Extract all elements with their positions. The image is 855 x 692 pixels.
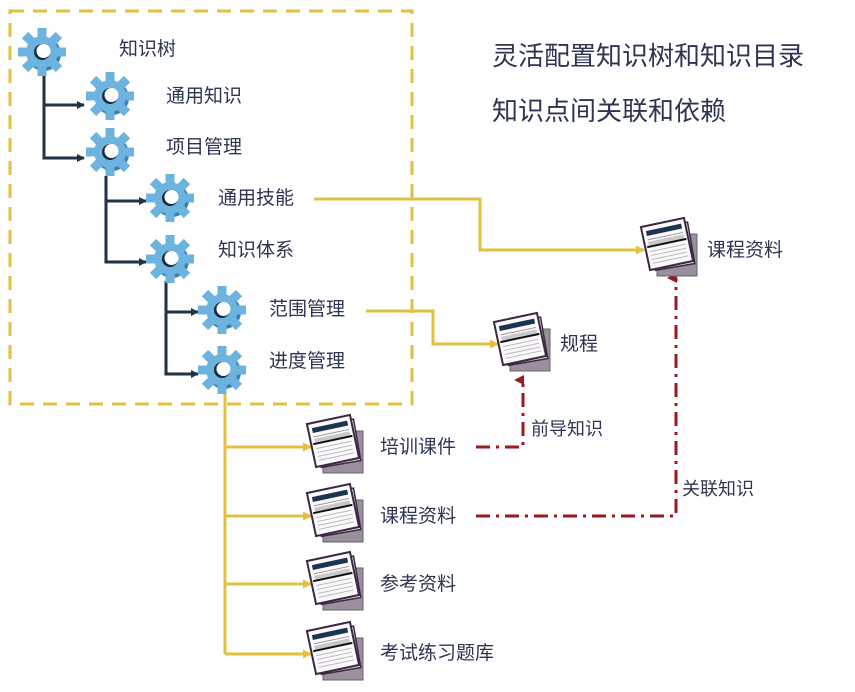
document-stack-icon-course-material: [305, 482, 364, 543]
doc-label-training-courseware[interactable]: 培训课件: [380, 436, 457, 458]
doc-label-reference-material[interactable]: 参考资料: [380, 573, 457, 595]
gear-icon-root: [18, 28, 66, 76]
gear-icon-general-knowledge: [86, 72, 134, 120]
connector-ks-schedule: [164, 312, 199, 378]
connector-pm-general-skills: [104, 176, 147, 205]
gear-icon-schedule-management: [198, 346, 246, 394]
document-stack-icon-regulation: [492, 311, 551, 372]
link-general-skills-course-material: [314, 197, 645, 255]
doc-label-exam-question-bank[interactable]: 考试练习题库: [380, 642, 495, 664]
connector-root-general-knowledge: [42, 75, 85, 109]
tree-node-knowledge-system[interactable]: 知识体系: [218, 239, 295, 261]
connector-root-project-management: [42, 105, 85, 162]
connector-pm-knowledge-system: [104, 201, 147, 266]
title-line-1: 灵活配置知识树和知识目录: [492, 42, 805, 72]
tree-root-label[interactable]: 知识树: [119, 38, 177, 60]
gear-icon-scope-management: [198, 286, 246, 334]
connector-ks-scope: [164, 281, 199, 316]
gear-icon-project-management: [86, 128, 134, 176]
tree-node-scope-management[interactable]: 范围管理: [269, 298, 346, 320]
tree-node-general-skills[interactable]: 通用技能: [218, 187, 295, 209]
relation-label-related: 关联知识: [682, 479, 754, 500]
document-stack-icon-training-courseware: [305, 413, 364, 474]
gear-icon-knowledge-system: [146, 235, 194, 283]
tree-node-schedule-management[interactable]: 进度管理: [269, 350, 346, 372]
doc-label-course-material-top[interactable]: 课程资料: [707, 239, 784, 261]
document-stack-icon-exam-bank: [305, 620, 364, 681]
knowledge-tree-frame: [8, 9, 414, 406]
doc-label-regulation[interactable]: 规程: [560, 333, 599, 355]
tree-node-project-management[interactable]: 项目管理: [166, 136, 243, 158]
dependency-related-link: [476, 273, 678, 518]
title-line-2: 知识点间关联和依赖: [492, 97, 727, 127]
relation-label-prerequisite: 前导知识: [531, 419, 603, 440]
tree-connectors: [42, 75, 199, 378]
link-scope-regulation: [366, 309, 499, 349]
document-stack-icon-course-material-top: [639, 216, 698, 277]
gear-icon-general-skills: [146, 174, 194, 222]
tree-node-general-knowledge[interactable]: 通用知识: [166, 85, 243, 107]
dependency-prerequisite-link: [476, 375, 525, 449]
document-stack-icon-reference-material: [305, 550, 364, 611]
doc-label-course-material[interactable]: 课程资料: [380, 505, 457, 527]
